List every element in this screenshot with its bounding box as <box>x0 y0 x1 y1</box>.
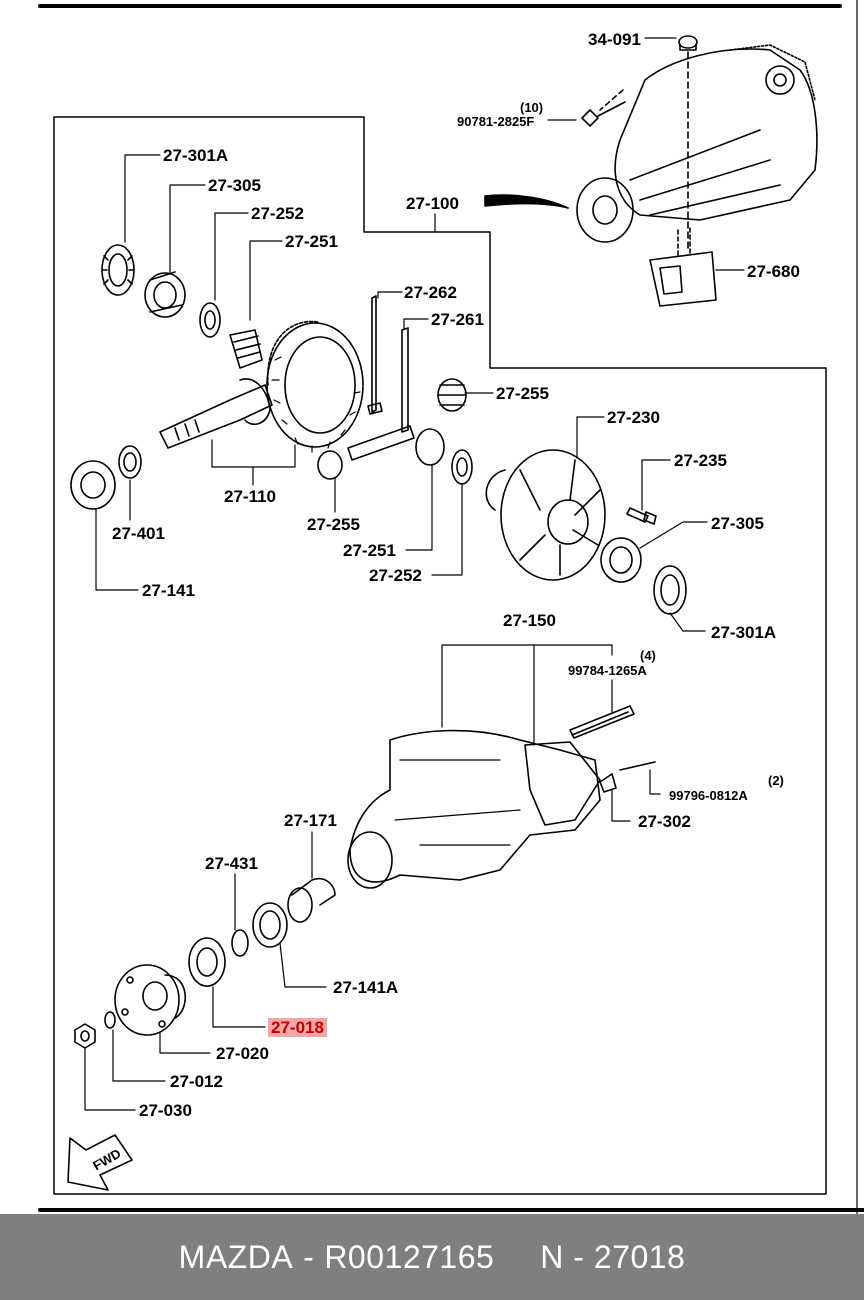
pinion-assembly <box>70 244 364 510</box>
assembly-frame <box>53 116 827 1195</box>
part-label: 27-150 <box>503 611 556 630</box>
brand-name: MAZDA <box>178 1238 294 1275</box>
quantity-label: (10) <box>520 100 544 115</box>
separator: - <box>303 1238 315 1275</box>
part-label: 27-301A <box>163 146 229 165</box>
part-label: 27-305 <box>208 176 261 195</box>
reference-number: N - 27018 <box>540 1238 686 1275</box>
part-label: 27-171 <box>284 811 337 830</box>
part-label: 27-012 <box>170 1072 223 1091</box>
part-label: 27-251 <box>343 541 396 560</box>
part-label: 27-110 <box>224 487 276 506</box>
part-label: 27-251 <box>285 232 338 251</box>
part-label: 27-680 <box>747 262 800 281</box>
assembly-arrow <box>484 194 569 209</box>
carrier-assembly <box>74 705 656 1049</box>
leader-lines <box>84 154 708 1111</box>
part-label: 34-091 <box>588 30 641 49</box>
part-info-footer: MAZDA - R00127165 N - 27018 <box>0 1214 864 1300</box>
part-number: R00127165 <box>324 1238 495 1275</box>
part-label: 27-100 <box>406 194 459 213</box>
part-label: 27-261 <box>431 310 484 329</box>
part-label: 27-030 <box>139 1101 192 1120</box>
parts-diagram: 34-091 (10) 90781-2825F 27-100 27-680 27… <box>38 0 864 1215</box>
part-label: 27-141A <box>333 978 399 997</box>
quantity-label: (4) <box>640 648 656 663</box>
part-label: 99796-0812A <box>669 788 748 803</box>
part-label: 27-252 <box>251 204 304 223</box>
differential-case <box>317 295 687 615</box>
part-label: 99784-1265A <box>568 663 647 678</box>
part-label: 27-305 <box>711 514 764 533</box>
part-label: 27-301A <box>711 623 777 642</box>
quantity-label: (2) <box>768 773 784 788</box>
part-label: 27-141 <box>142 581 195 600</box>
highlighted-part-label[interactable]: 27-018 <box>268 1018 327 1037</box>
part-label: 27-302 <box>638 812 691 831</box>
part-label: 27-401 <box>112 524 165 543</box>
part-label: 27-252 <box>369 566 422 585</box>
part-label: 90781-2825F <box>457 114 535 129</box>
part-label: 27-020 <box>216 1044 269 1063</box>
part-label: 27-255 <box>307 515 360 534</box>
exploded-view-drawing <box>38 0 864 1215</box>
part-label: 27-431 <box>205 854 258 873</box>
fwd-arrow-icon <box>67 1134 133 1191</box>
part-label: 27-255 <box>496 384 549 403</box>
carrier-housing-top <box>547 35 818 307</box>
part-label: 27-262 <box>404 283 457 302</box>
part-label: 27-230 <box>607 408 660 427</box>
part-label: 27-235 <box>674 451 727 470</box>
